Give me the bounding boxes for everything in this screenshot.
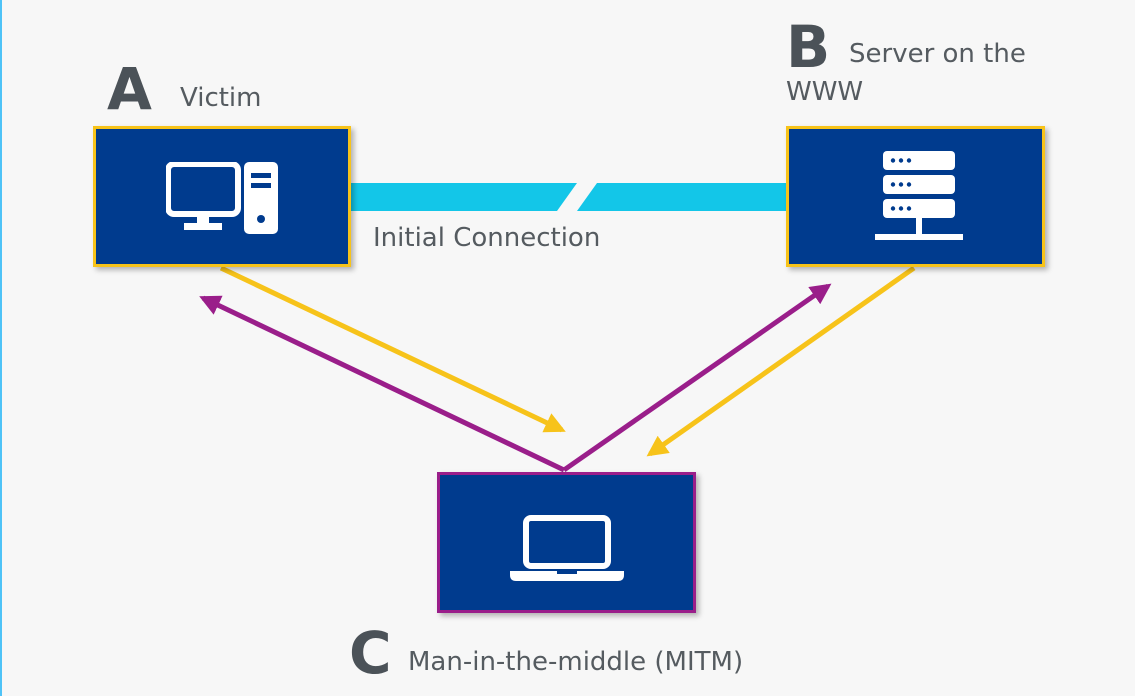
laptop-icon (510, 515, 624, 581)
initial-connection-bar-right (577, 183, 788, 211)
arrow-server-to-mitm (646, 265, 916, 457)
node-b-letter: B (786, 13, 831, 81)
node-c-letter: C (349, 619, 392, 687)
initial-connection-bar-left (349, 183, 577, 211)
server-rack-icon (875, 151, 963, 240)
arrow-mitm-to-server (562, 283, 832, 473)
desktop-computer-icon (166, 162, 278, 234)
server-box (786, 126, 1045, 267)
node-a-letter: A (107, 55, 152, 123)
node-b-label: Server on the WWW (786, 39, 1026, 107)
initial-connection-label: Initial Connection (373, 223, 601, 253)
node-a-label: Victim (180, 83, 262, 113)
node-c-label: Man-in-the-middle (MITM) (408, 647, 744, 677)
victim-box (93, 126, 351, 267)
arrow-mitm-to-victim (199, 295, 566, 473)
arrow-victim-to-mitm (219, 265, 566, 433)
mitm-box (437, 472, 696, 613)
